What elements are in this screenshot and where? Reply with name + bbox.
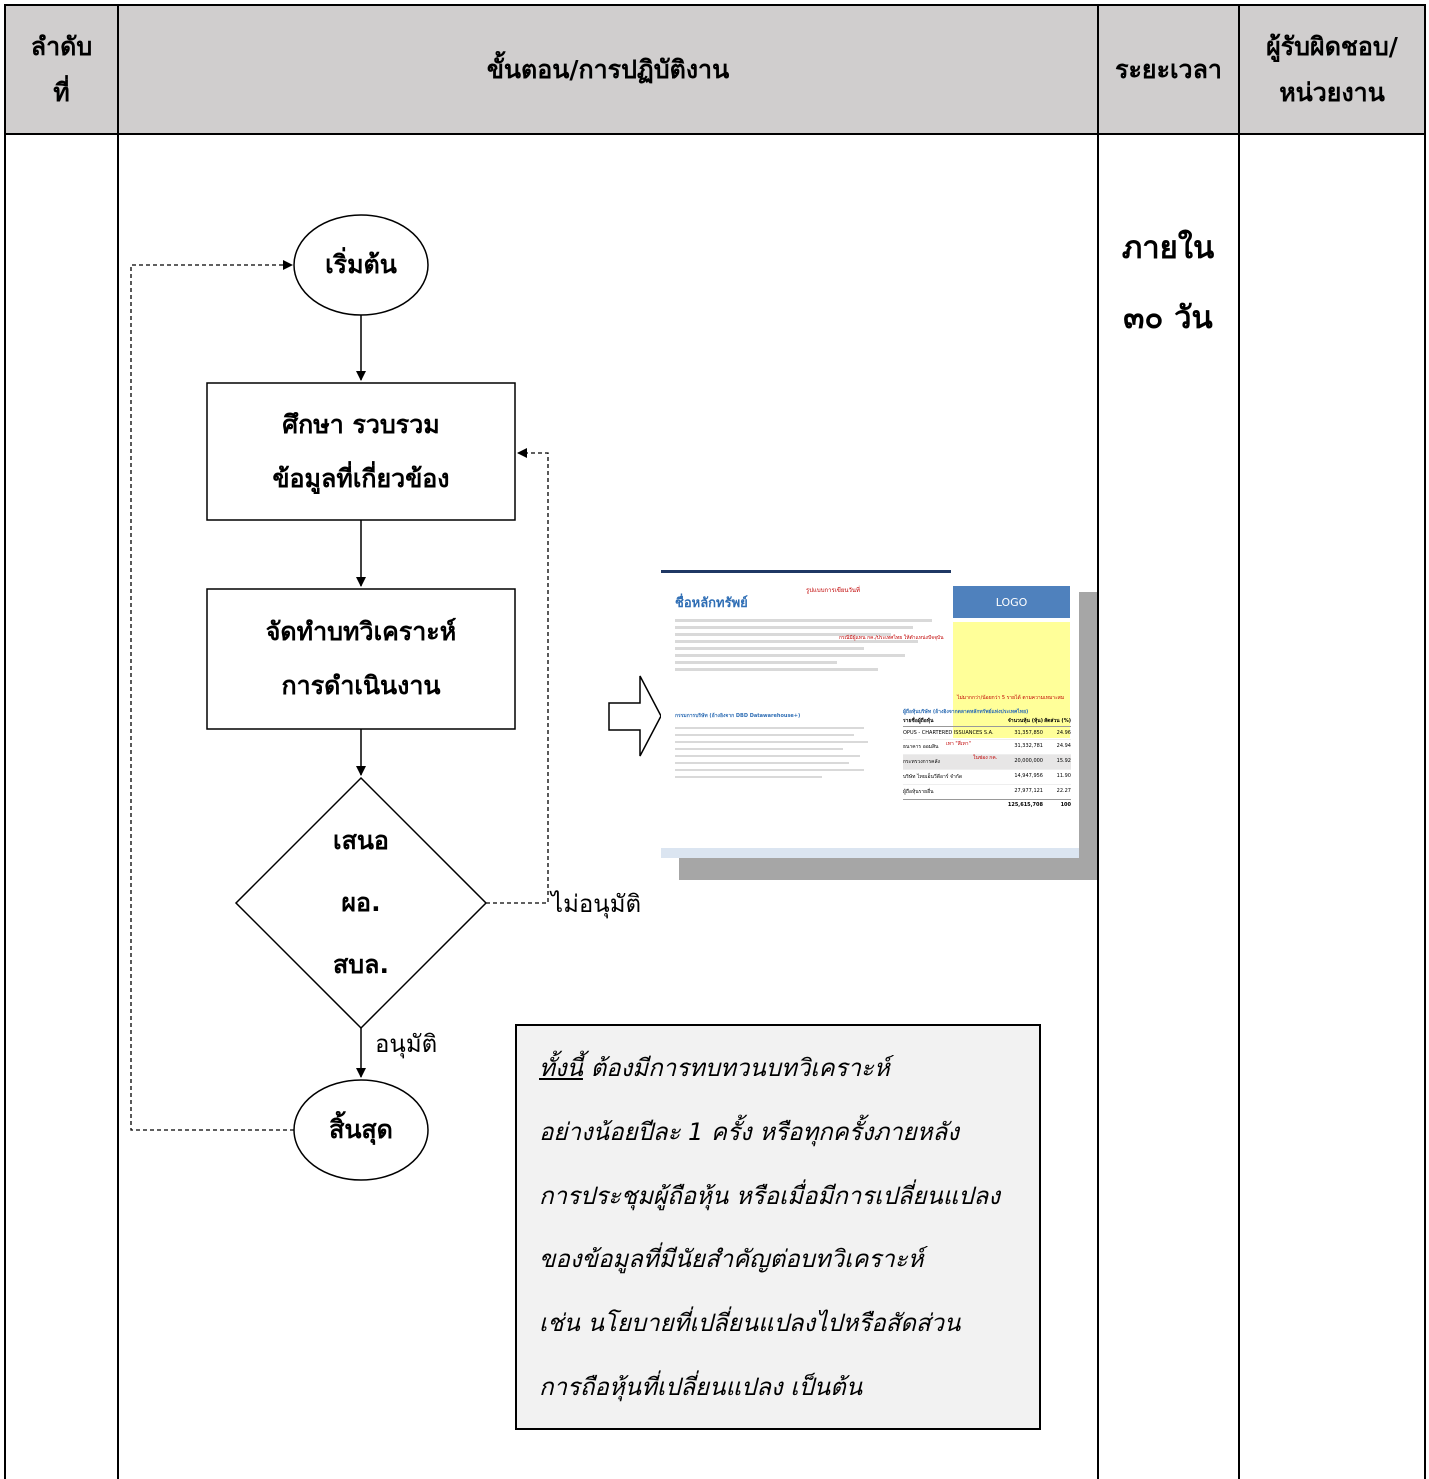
row-shares: 14,947,956 (1014, 773, 1043, 779)
table-right-border (1424, 4, 1426, 1479)
col-divider-3 (1238, 4, 1240, 1479)
note-line4: ของข้อมูลที่มีนัยสำคัญต่อบทวิเคราะห์ (539, 1245, 924, 1273)
step2-line2: การดำเนินงาน (281, 671, 441, 700)
thumb-body-lines (675, 615, 945, 675)
end-label: สิ้นสุด (329, 1115, 393, 1144)
note-line1-rest: ต้องมีการทบทวนบทวิเคราะห์ (582, 1054, 890, 1082)
total-pct: 100 (1060, 802, 1071, 808)
step2-line1: จัดทำบทวิเคราะห์ (265, 617, 457, 646)
row-shares: 20,000,000 (1014, 758, 1043, 764)
table-row: ธนาคาร ออมสิน 31,332,781 24.94 (903, 740, 1071, 755)
note-line6: การถือหุ้นที่เปลี่ยนแปลง เป็นต้น (539, 1373, 863, 1401)
thumb-logo: LOGO (953, 586, 1070, 618)
arrow-end-to-start (130, 260, 294, 1131)
step1-box (206, 382, 516, 521)
arrow-reject-loop (486, 448, 549, 904)
header-duration-label: ระยะเวลา (1115, 54, 1222, 84)
thumb-shareholder-table: รายชื่อผู้ถือหุ้น จำนวนหุ้น (หุ้น) สัดส่… (903, 716, 1071, 810)
thumb-callout-row: ในช่อง กค. (973, 755, 998, 761)
row-shares: 27,977,121 (1014, 788, 1043, 794)
duration-line1: ภายใน (1121, 230, 1215, 266)
thumb-callout-right: ไม่มากกว่า/น้อยกว่า 5 รายได้ ตามความเหมา… (957, 695, 1065, 701)
table-row: OPUS - CHARTERED ISSUANCES S.A. 31,357,8… (903, 727, 1071, 740)
decision-line3: สบล. (333, 950, 389, 979)
step2-label: จัดทำบทวิเคราะห์ การดำเนินงาน (207, 589, 515, 729)
note-underlined: ทั้งนี้ (539, 1054, 583, 1082)
total-shares: 125,615,708 (1007, 802, 1043, 808)
table-left-border (4, 4, 6, 1479)
table-row: ผู้ถือหุ้นรายอื่น 27,977,121 22.27 (903, 785, 1071, 800)
row-name: OPUS - CHARTERED ISSUANCES S.A. (903, 730, 994, 736)
header-steps-label: ขั้นตอน/การปฏิบัติงาน (486, 54, 730, 84)
decision-line1: เสนอ (333, 826, 389, 855)
review-note-box: ทั้งนี้ ต้องมีการทบทวนบทวิเคราะห์ อย่างน… (515, 1024, 1041, 1430)
note-line5: เช่น นโยบายที่เปลี่ยนแปลงไปหรือสัดส่วน (539, 1309, 961, 1337)
table-row: บริษัท ไทยเอ็นวีดีอาร์ จำกัด 14,947,956 … (903, 770, 1071, 785)
note-line1: ทั้งนี้ ต้องมีการทบทวนบทวิเคราะห์ (539, 1048, 890, 1087)
row-name: กระทรวงการคลัง (903, 759, 940, 765)
row-pct: 22.27 (1056, 788, 1071, 794)
block-arrow-icon (608, 675, 662, 757)
step1-label: ศึกษา รวบรวม ข้อมูลที่เกี่ยวข้อง (207, 383, 515, 520)
step2-box (206, 588, 516, 730)
row-pct: 24.96 (1056, 730, 1071, 736)
thumb-callout-mid: กรณีมีผู้แทน กค./ประเทศไทย ให้ตำแหน่งปัจ… (839, 635, 944, 641)
start-label: เริ่มต้น (325, 250, 397, 279)
thumb-title: ชื่อหลักทรัพย์ (675, 596, 748, 611)
thumb-callout-color: เทา "สีเทา" (946, 741, 971, 747)
header-duration: ระยะเวลา (1099, 6, 1238, 133)
step1-line2: ข้อมูลที่เกี่ยวข้อง (272, 463, 450, 493)
thumb-col-pct: สัดส่วน (%) (1044, 718, 1071, 724)
thumb-top-bar (661, 570, 951, 573)
table-top-border (4, 4, 1426, 6)
decision-line2: ผอ. (341, 888, 381, 917)
note-line3: การประชุมผู้ถือหุ้น หรือเมื่อมีการเปลี่ย… (539, 1182, 1000, 1210)
col-divider-2 (1097, 4, 1099, 1479)
header-order-line2: ที่ (53, 77, 70, 107)
step1-line1: ศึกษา รวบรวม (282, 409, 440, 439)
approve-label: อนุมัติ (375, 1030, 438, 1058)
row-shares: 31,332,781 (1014, 743, 1043, 749)
row-shares: 31,357,850 (1014, 730, 1043, 736)
table-row: กระทรวงการคลัง 20,000,000 15.92 (903, 755, 1071, 770)
thumb-shareholder-header: ผู้ถือหุ้นบริษัท (อ้างอิงจากตลาดหลักทรัพ… (903, 709, 1029, 715)
table-header-divider (4, 133, 1426, 135)
example-analysis-screenshot: ชื่อหลักทรัพย์ รูปแบบการเขียนวันที่ LOGO… (661, 570, 1079, 858)
thumb-col-shares: จำนวนหุ้น (หุ้น) (1007, 718, 1043, 724)
row-pct: 11.90 (1056, 773, 1071, 779)
decision-label: เสนอ ผอ. สบล. (286, 826, 436, 979)
header-steps: ขั้นตอน/การปฏิบัติงาน (119, 6, 1097, 133)
thumb-note-box (953, 622, 1070, 738)
thumb-footer-bar (661, 848, 1079, 858)
header-order: ลำดับ ที่ (6, 6, 117, 133)
header-responsible: ผู้รับผิดชอบ/ หน่วยงาน (1240, 6, 1424, 133)
thumb-board-lines (675, 722, 885, 783)
duration-line2: ๓๐ วัน (1123, 300, 1213, 336)
header-order-line1: ลำดับ (30, 31, 93, 61)
table-header-background (4, 4, 1424, 134)
row-name: ธนาคาร ออมสิน (903, 744, 939, 750)
row-pct: 15.92 (1056, 758, 1071, 764)
row-pct: 24.94 (1056, 743, 1071, 749)
thumb-col-name: รายชื่อผู้ถือหุ้น (903, 718, 934, 724)
thumb-callout-top: รูปแบบการเขียนวันที่ (806, 587, 860, 594)
header-responsible-line2: หน่วยงาน (1279, 77, 1385, 107)
col-divider-1 (117, 4, 119, 1479)
header-responsible-line1: ผู้รับผิดชอบ/ (1266, 31, 1398, 61)
row-name: บริษัท ไทยเอ็นวีดีอาร์ จำกัด (903, 774, 963, 780)
note-line2: อย่างน้อยปีละ 1 ครั้ง หรือทุกครั้งภายหลั… (539, 1118, 959, 1146)
thumb-board-header: กรรมการบริษัท (อ้างอิงจาก DBD Datawareho… (675, 713, 801, 719)
reject-label: ไม่อนุมัติ (551, 890, 642, 918)
table-total-row: 125,615,708 100 (903, 800, 1071, 810)
row-name: ผู้ถือหุ้นรายอื่น (903, 789, 934, 795)
